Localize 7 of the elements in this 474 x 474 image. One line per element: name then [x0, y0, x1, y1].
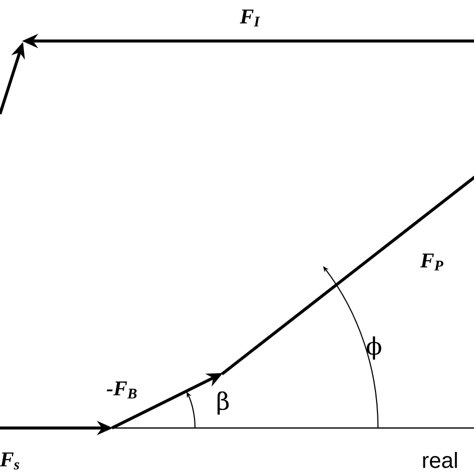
vector-label: -F$_{B}$ [106, 382, 137, 398]
vector-label: F$_{I}$ [240, 10, 260, 26]
axis-label: real [423, 452, 457, 468]
vector-label: F$_{s}$ [0, 452, 20, 470]
angle-label: β [218, 391, 229, 415]
angle-label: ϕ [366, 336, 382, 360]
vector-label: F$_{P}$ [420, 254, 444, 270]
